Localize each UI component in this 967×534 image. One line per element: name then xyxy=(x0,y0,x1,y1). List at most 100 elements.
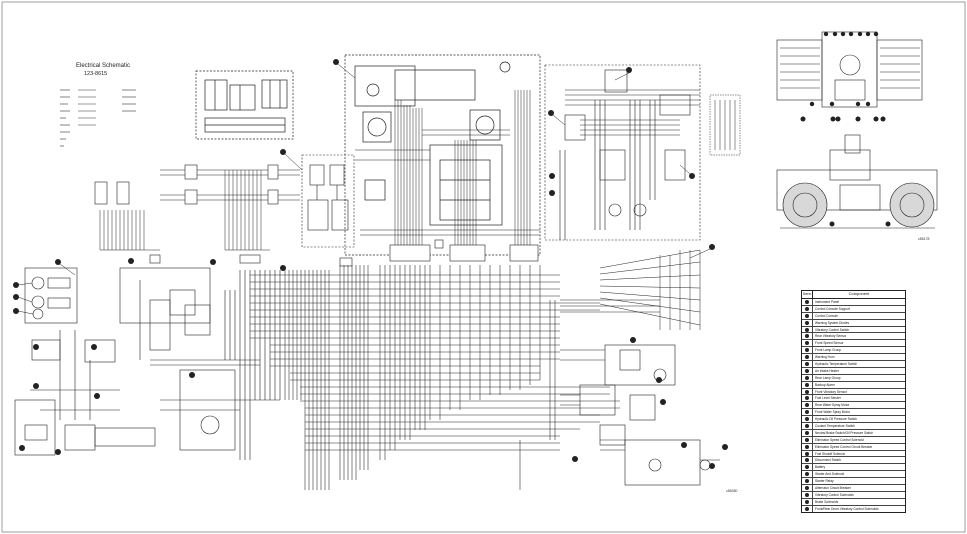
callout-dot-icon xyxy=(805,506,809,511)
table-row: Hydraulic Oil Pressure Switch xyxy=(802,416,905,424)
callout-dot-icon xyxy=(805,430,809,435)
callout-markers xyxy=(13,59,728,469)
panel-connectors xyxy=(339,239,539,267)
schematic-title: Electrical Schematic xyxy=(76,63,131,69)
component-name: Control Console Support xyxy=(815,306,850,311)
table-row: Rear Vibratory Sensor xyxy=(802,333,905,341)
callout-dot-icon xyxy=(805,472,809,477)
component-name: Rear Water Spray Motor xyxy=(815,403,850,408)
item-marker xyxy=(802,340,813,347)
callout-dot-icon xyxy=(805,341,809,346)
callout-dot-icon xyxy=(805,306,809,311)
relay-blocks-left xyxy=(94,164,279,264)
schematic-part-number: 123-8615 xyxy=(84,71,108,77)
item-marker xyxy=(802,354,813,361)
item-marker xyxy=(802,491,813,498)
left-harness xyxy=(99,169,300,251)
item-marker xyxy=(802,319,813,326)
main-harness xyxy=(284,265,556,490)
table-row: Rear Water Spray Motor xyxy=(802,402,905,410)
callout-dot-icon xyxy=(805,403,809,408)
item-marker xyxy=(802,326,813,333)
table-row: Front Vibratory Sensor xyxy=(802,388,905,396)
lower-left-components xyxy=(14,267,281,460)
callout-dot-icon xyxy=(805,313,809,318)
item-marker xyxy=(802,450,813,457)
callout-dot-icon xyxy=(805,299,809,304)
console-box xyxy=(301,154,355,248)
component-name: Brake Solenoids xyxy=(815,499,839,504)
component-name: Hydraulic Temperature Switch xyxy=(815,361,858,366)
right-lower-components xyxy=(560,344,720,486)
component-name: Hydraulic Oil Pressure Switch xyxy=(815,417,857,422)
item-marker xyxy=(802,498,813,505)
item-marker xyxy=(802,464,813,471)
table-row: Eliminator Speed Control Circuit Breaker xyxy=(802,443,905,451)
callout-dot-icon xyxy=(805,458,809,463)
component-name: Starter Relay xyxy=(815,479,834,484)
table-row: Front Water Spray Motor xyxy=(802,409,905,417)
table-row: Battery xyxy=(802,464,905,472)
connector-column xyxy=(709,94,741,156)
component-name: Eliminator Speed Control Solenoid xyxy=(815,437,864,442)
figure-code-schematic: c85350 xyxy=(726,489,738,493)
table-row: Front Lamp Group xyxy=(802,347,905,355)
callout-dot-icon xyxy=(805,389,809,394)
table-row: Fuel Shutoff Solenoid xyxy=(802,450,905,458)
table-row: Backup Alarm xyxy=(802,381,905,389)
table-row: Vibratory Control Switch xyxy=(802,326,905,334)
callout-dot-icon xyxy=(805,437,809,442)
table-row: Instrument Panel xyxy=(802,299,905,306)
callout-dot-icon xyxy=(805,479,809,484)
callout-dot-icon xyxy=(805,327,809,332)
callout-dot-icon xyxy=(805,355,809,360)
component-name: Air Intake Heater xyxy=(815,368,839,373)
table-row: Disconnect Switch xyxy=(802,457,905,465)
callout-dot-icon xyxy=(805,492,809,497)
component-name: Rear Vibratory Sensor xyxy=(815,334,847,339)
item-marker xyxy=(802,312,813,319)
callout-dot-icon xyxy=(805,334,809,339)
table-row: Eliminator Speed Control Solenoid xyxy=(802,436,905,444)
callout-dot-icon xyxy=(805,423,809,428)
table-row: Rear Lamp Group xyxy=(802,374,905,382)
component-name: Neutral Brake Switch/Oil Pressure Switch xyxy=(815,430,874,435)
item-marker xyxy=(802,347,813,354)
symbol-legend xyxy=(60,89,136,147)
component-name: Control Console xyxy=(815,313,838,318)
callout-dot-icon xyxy=(805,348,809,353)
item-marker xyxy=(802,333,813,340)
component-column-header: Component xyxy=(848,291,870,296)
callout-leaders xyxy=(17,63,711,315)
horizontal-wires xyxy=(250,274,660,451)
table-row: Control Console xyxy=(802,312,905,320)
callout-dot-icon xyxy=(805,410,809,415)
callout-dot-icon xyxy=(805,499,809,504)
item-marker xyxy=(802,485,813,491)
control-console xyxy=(544,64,701,241)
relay-panel xyxy=(195,70,294,140)
component-name: Warning Horn xyxy=(815,355,835,360)
instrument-panel-box xyxy=(344,54,541,256)
table-row: Front Speed Sensor xyxy=(802,340,905,348)
table-row: Front/Rear Drum Vibratory Control Soleno… xyxy=(802,505,905,512)
component-name: Fuel Shutoff Solenoid xyxy=(815,451,846,456)
component-name: Warning System Diodes xyxy=(815,320,850,325)
component-name: Battery xyxy=(815,465,826,470)
table-row: Warning Horn xyxy=(802,354,905,362)
component-name: Front Speed Sensor xyxy=(815,341,844,346)
table-row: Fuel Level Sender xyxy=(802,395,905,403)
table-row: Hydraulic Temperature Switch xyxy=(802,361,905,368)
item-marker xyxy=(802,299,813,305)
callout-dot-icon xyxy=(805,485,809,490)
component-name: Instrument Panel xyxy=(815,299,840,304)
item-marker xyxy=(802,443,813,450)
component-name: Front Lamp Group xyxy=(815,348,842,353)
component-name: Fuel Level Sender xyxy=(815,396,841,401)
item-marker xyxy=(802,429,813,436)
component-table-header: Item Component xyxy=(802,291,905,299)
table-row: Alternator Circuit Breaker xyxy=(802,485,905,492)
component-name: Rear Lamp Group xyxy=(815,375,841,380)
